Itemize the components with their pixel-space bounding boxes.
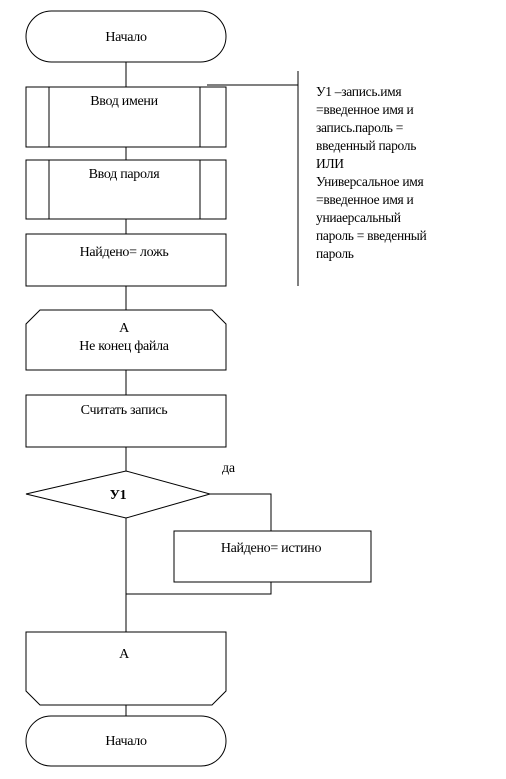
decision-label: У1	[110, 488, 127, 503]
note-line: =введенное имя и	[316, 192, 414, 207]
note-line: У1 –запись.имя	[316, 84, 401, 99]
read-record-label: Считать запись	[81, 403, 168, 418]
note-line: Универсальное имя	[316, 174, 423, 189]
note-line: введенный пароль	[316, 138, 416, 153]
loop-start-block: А Не конец файла	[25, 309, 227, 371]
loop-condition-label: Не конец файла	[79, 339, 169, 354]
input-name-block: Ввод имени	[25, 86, 227, 148]
connector-yes-branch-merge	[126, 582, 272, 595]
loop-end-marker: А	[119, 647, 130, 662]
note-line: пароль	[316, 246, 354, 261]
init-found-label: Найдено= ложь	[80, 245, 169, 260]
decision-diamond: У1	[25, 470, 212, 519]
connector-decision-yes-branch	[210, 493, 272, 531]
start-label: Начало	[105, 30, 147, 45]
init-found-block: Найдено= ложь	[25, 233, 227, 287]
note-line: =введенное имя и	[316, 102, 414, 117]
note-line: пароль = введенный	[316, 228, 427, 243]
note-line: запись.пароль =	[316, 120, 403, 135]
connectors	[125, 62, 299, 716]
loop-start-marker: А	[119, 321, 130, 336]
loop-end-block: А	[25, 631, 227, 706]
decision-yes-label: да	[222, 461, 236, 476]
input-password-block: Ввод пароля	[25, 159, 227, 220]
input-password-label: Ввод пароля	[89, 167, 161, 182]
input-name-label: Ввод имени	[90, 94, 158, 109]
note-line: ИЛИ	[316, 156, 344, 171]
end-label: Начало	[105, 734, 147, 749]
note-line: униаерсальный	[316, 210, 401, 225]
condition-note: У1 –запись.имя =введенное имя и запись.п…	[316, 84, 427, 261]
read-record-block: Считать запись	[25, 394, 227, 448]
set-found-label: Найдено= истино	[221, 541, 322, 556]
start-terminator: Начало	[25, 10, 227, 63]
end-terminator: Начало	[25, 715, 227, 767]
set-found-block: Найдено= истино	[173, 530, 372, 583]
